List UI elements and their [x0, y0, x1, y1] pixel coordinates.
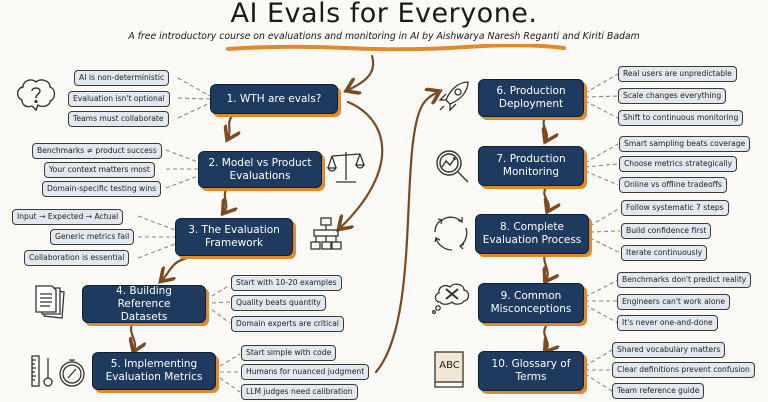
module-5-point-1[interactable]: Start simple with code: [241, 345, 337, 361]
rocket-icon: [436, 78, 472, 114]
hierarchy-chart-icon: [308, 216, 344, 256]
documents-icon: [34, 284, 70, 320]
brain-question-icon: [14, 76, 58, 116]
module-1-point-3[interactable]: Teams must collaborate: [68, 111, 169, 127]
thought-bubble-x-icon: [430, 280, 474, 316]
module-6-point-1[interactable]: Real users are unpredictable: [618, 66, 737, 82]
module-8-label: 8. Complete Evaluation Process: [482, 221, 582, 246]
measuring-tools-icon: [30, 354, 88, 390]
module-6-label: 6. Production Deployment: [496, 85, 566, 110]
module-8-point-1[interactable]: Follow systematic 7 steps: [621, 200, 729, 216]
module-2-point-2[interactable]: Your context matters most: [44, 162, 155, 178]
module-5-point-2[interactable]: Humans for nuanced judgment: [241, 364, 370, 380]
module-9-node[interactable]: 9. Common Misconceptions: [478, 283, 584, 323]
module-8-point-2[interactable]: Build confidence first: [621, 223, 712, 239]
module-5-point-3[interactable]: LLM judges need calibration: [241, 384, 358, 400]
module-2-label: 2. Model vs Product Evaluations: [208, 156, 312, 182]
module-8-point-3[interactable]: Iterate continuously: [621, 245, 708, 261]
orange-underline: [226, 44, 566, 52]
module-10-point-2[interactable]: Clear definitions prevent confusion: [612, 362, 755, 378]
module-4-label: 4. Building Reference Datasets: [116, 284, 172, 323]
module-2-node[interactable]: 2. Model vs Product Evaluations: [198, 151, 322, 188]
module-3-label: 3. The Evaluation Framework: [188, 224, 280, 249]
module-6-point-3[interactable]: Shift to continuous monitoring: [618, 110, 744, 126]
abc-book-text: ABC: [439, 360, 460, 371]
page-title: AI Evals for Everyone.: [230, 0, 538, 29]
module-9-point-1[interactable]: Benchmarks don't predict reality: [617, 272, 752, 288]
module-10-node[interactable]: 10. Glossary of Terms: [478, 351, 584, 391]
module-4-node[interactable]: 4. Building Reference Datasets: [82, 285, 206, 323]
module-3-point-2[interactable]: Generic metrics fail: [50, 229, 135, 245]
abc-book-icon: ABC: [433, 350, 467, 390]
module-2-point-3[interactable]: Domain-specific testing wins: [42, 181, 162, 197]
module-9-point-3[interactable]: It's never one-and-done: [617, 315, 718, 331]
module-7-label: 7. Production Monitoring: [496, 153, 566, 178]
module-8-node[interactable]: 8. Complete Evaluation Process: [475, 214, 589, 254]
module-10-point-1[interactable]: Shared vocabulary matters: [612, 342, 726, 358]
module-4-point-1[interactable]: Start with 10-20 examples: [231, 275, 342, 291]
module-10-label: 10. Glossary of Terms: [491, 358, 571, 383]
balance-scale-icon: [326, 148, 366, 186]
module-3-point-3[interactable]: Collaboration is essential: [24, 250, 130, 266]
module-1-point-1[interactable]: AI is non-deterministic: [74, 70, 170, 86]
module-6-point-2[interactable]: Scale changes everything: [618, 88, 727, 104]
module-7-point-2[interactable]: Choose metrics strategically: [619, 156, 738, 172]
module-10-point-3[interactable]: Team reference guide: [612, 383, 705, 399]
module-4-point-3[interactable]: Domain experts are critical: [231, 316, 345, 332]
module-9-label: 9. Common Misconceptions: [490, 290, 572, 315]
module-6-node[interactable]: 6. Production Deployment: [478, 79, 584, 117]
module-1-point-2[interactable]: Evaluation isn't optional: [68, 91, 170, 107]
page-subtitle: A free introductory course on evaluation…: [128, 31, 640, 42]
module-7-node[interactable]: 7. Production Monitoring: [478, 146, 584, 186]
module-9-point-2[interactable]: Engineers can't work alone: [617, 294, 730, 310]
module-7-point-1[interactable]: Smart sampling beats coverage: [619, 136, 751, 152]
module-1-node[interactable]: 1. WTH are evals?: [210, 84, 338, 114]
module-3-point-1[interactable]: Input → Expected → Actual: [12, 209, 124, 225]
module-3-node[interactable]: 3. The Evaluation Framework: [175, 218, 293, 256]
magnifier-chart-icon: [434, 148, 472, 186]
module-5-label: 5. Implementing Evaluation Metrics: [105, 358, 203, 383]
module-4-point-2[interactable]: Quality beats quantity: [231, 295, 326, 311]
cycle-arrows-icon: [432, 214, 470, 252]
module-1-label: 1. WTH are evals?: [226, 92, 322, 105]
module-2-point-1[interactable]: Benchmarks ≠ product success: [32, 143, 162, 159]
module-7-point-3[interactable]: Online vs offline tradeoffs: [619, 177, 727, 193]
module-5-node[interactable]: 5. Implementing Evaluation Metrics: [92, 352, 216, 390]
